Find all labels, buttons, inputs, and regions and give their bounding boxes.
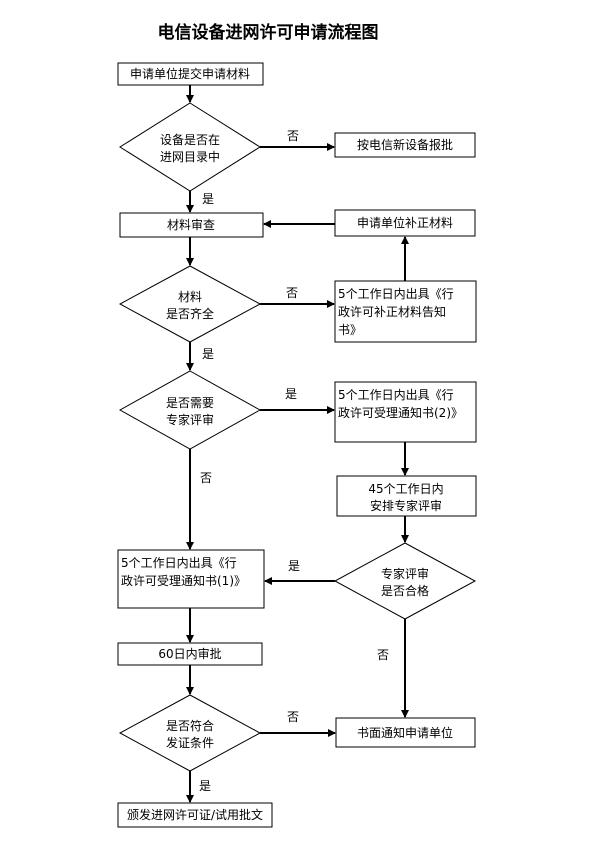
node-arrange-expert-line1: 45个工作日内 — [368, 482, 443, 496]
node-approve-60-label: 60日内审批 — [158, 646, 221, 661]
label-complete-yes: 是 — [202, 347, 214, 361]
node-notice-accept-2-line1: 5个工作日内出具《行 — [338, 388, 454, 402]
label-meets-yes: 是 — [199, 779, 211, 793]
label-pass-yes: 是 — [288, 559, 300, 573]
node-issue: 颁发进网许可证/试用批文 — [117, 802, 273, 828]
label-expert-no: 否 — [200, 471, 212, 485]
node-supplement: 申请单位补正材料 — [334, 209, 476, 237]
decision-in-catalog-line1: 设备是否在 — [160, 133, 220, 147]
node-notice-accept-1-line1: 5个工作日内出具《行 — [121, 556, 237, 570]
label-complete-no: 否 — [286, 286, 298, 300]
node-submit-label: 申请单位提交申请材料 — [130, 66, 250, 81]
node-notice-supplement: 5个工作日内出具《行 政许可补正材料告知 书》 — [334, 280, 477, 343]
node-issue-label: 颁发进网许可证/试用批文 — [127, 807, 263, 822]
decision-meets-conditions-line2: 发证条件 — [166, 735, 214, 750]
node-review: 材料审查 — [119, 212, 264, 238]
decision-expert-pass: 专家评审 是否合格 — [333, 542, 477, 620]
node-review-label: 材料审查 — [167, 217, 215, 232]
decision-in-catalog-line2: 进网目录中 — [160, 149, 220, 164]
decision-need-expert-line1: 是否需要 — [166, 396, 214, 410]
node-new-device: 按电信新设备报批 — [334, 132, 476, 158]
node-written-notice: 书面通知申请单位 — [335, 717, 476, 748]
decision-need-expert: 是否需要 专家评审 — [118, 370, 262, 450]
page-title: 电信设备进网许可申请流程图 — [158, 22, 379, 43]
decision-meets-conditions: 是否符合 发证条件 — [118, 694, 262, 772]
node-notice-accept-2-line2: 政许可受理通知书(2)》 — [338, 406, 463, 420]
node-new-device-label: 按电信新设备报批 — [357, 137, 453, 152]
label-pass-no: 否 — [377, 648, 389, 662]
label-catalog-no: 否 — [287, 129, 299, 143]
node-arrange-expert: 45个工作日内 安排专家评审 — [336, 475, 477, 517]
node-written-notice-label: 书面通知申请单位 — [357, 725, 453, 740]
decision-complete: 材料 是否齐全 — [118, 265, 262, 343]
label-catalog-yes: 是 — [202, 192, 214, 206]
node-notice-supplement-line2: 政许可补正材料告知 — [338, 305, 446, 319]
node-approve-60: 60日内审批 — [117, 642, 263, 666]
node-notice-supplement-line3: 书》 — [338, 323, 362, 337]
node-arrange-expert-line2: 安排专家评审 — [370, 498, 442, 513]
label-expert-yes: 是 — [285, 387, 297, 401]
decision-need-expert-line2: 专家评审 — [166, 412, 214, 427]
node-supplement-label: 申请单位补正材料 — [357, 215, 453, 230]
label-meets-no: 否 — [287, 710, 299, 724]
decision-complete-line2: 是否齐全 — [166, 306, 214, 321]
node-submit: 申请单位提交申请材料 — [117, 62, 264, 86]
decision-meets-conditions-line1: 是否符合 — [166, 718, 214, 733]
node-notice-supplement-line1: 5个工作日内出具《行 — [338, 287, 454, 301]
decision-expert-pass-line2: 是否合格 — [381, 583, 429, 598]
node-notice-accept-2: 5个工作日内出具《行 政许可受理通知书(2)》 — [334, 381, 477, 443]
node-notice-accept-1: 5个工作日内出具《行 政许可受理通知书(1)》 — [117, 549, 265, 609]
decision-complete-line1: 材料 — [178, 290, 202, 304]
decision-expert-pass-line1: 专家评审 — [381, 566, 429, 581]
decision-in-catalog: 设备是否在 进网目录中 — [119, 102, 261, 192]
node-notice-accept-1-line2: 政许可受理通知书(1)》 — [121, 574, 246, 588]
